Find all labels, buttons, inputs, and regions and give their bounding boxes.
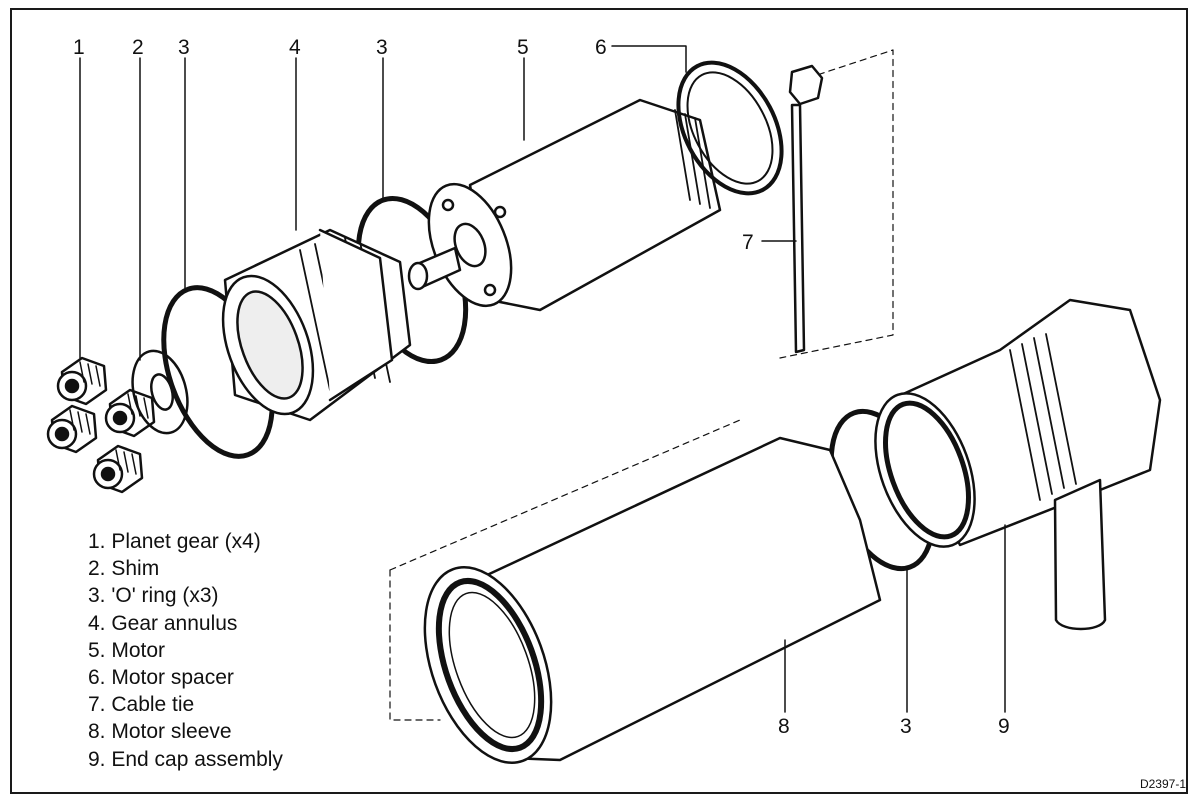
motor xyxy=(407,98,722,312)
gear-annulus xyxy=(221,228,412,422)
legend-item-end-cap-assembly: 9. End cap assembly xyxy=(88,747,283,771)
legend-item-gear-annulus: 4. Gear annulus xyxy=(88,611,238,635)
callout-8: 8 xyxy=(778,715,790,738)
legend-item-cable-tie: 7. Cable tie xyxy=(88,693,195,717)
drawing-number: D2397-1 xyxy=(1139,777,1186,791)
callout-7: 7 xyxy=(742,231,754,254)
legend-item-motor: 5. Motor xyxy=(88,638,166,662)
callout-3-middle: 3 xyxy=(376,36,388,59)
callout-3-right: 3 xyxy=(900,715,912,738)
motor-sleeve xyxy=(423,436,882,764)
diagram-frame xyxy=(10,8,1188,794)
motor-spacer xyxy=(676,60,784,196)
legend-item-planet-gear: 1. Planet gear (x4) xyxy=(88,530,261,553)
planet-gears xyxy=(46,356,156,494)
callout-4: 4 xyxy=(289,36,301,59)
cable-tie xyxy=(788,64,824,354)
callout-3-left: 3 xyxy=(178,36,190,59)
callout-9: 9 xyxy=(998,715,1010,738)
assembly-guide-lines xyxy=(389,49,894,721)
legend-item-shim: 2. Shim xyxy=(88,557,160,581)
callout-6: 6 xyxy=(595,36,607,59)
legend-item-o-ring: 3. 'O' ring (x3) xyxy=(88,584,219,608)
leader-lines xyxy=(79,45,1006,713)
legend-item-motor-spacer: 6. Motor spacer xyxy=(88,666,234,690)
callout-2: 2 xyxy=(132,36,144,59)
end-cap-assembly xyxy=(874,298,1162,631)
callout-1: 1 xyxy=(73,36,85,59)
parts-legend: 1. Planet gear (x4) 2. Shim 3. 'O' ring … xyxy=(88,528,283,773)
callout-5: 5 xyxy=(517,36,529,59)
legend-item-motor-sleeve: 8. Motor sleeve xyxy=(88,720,232,744)
